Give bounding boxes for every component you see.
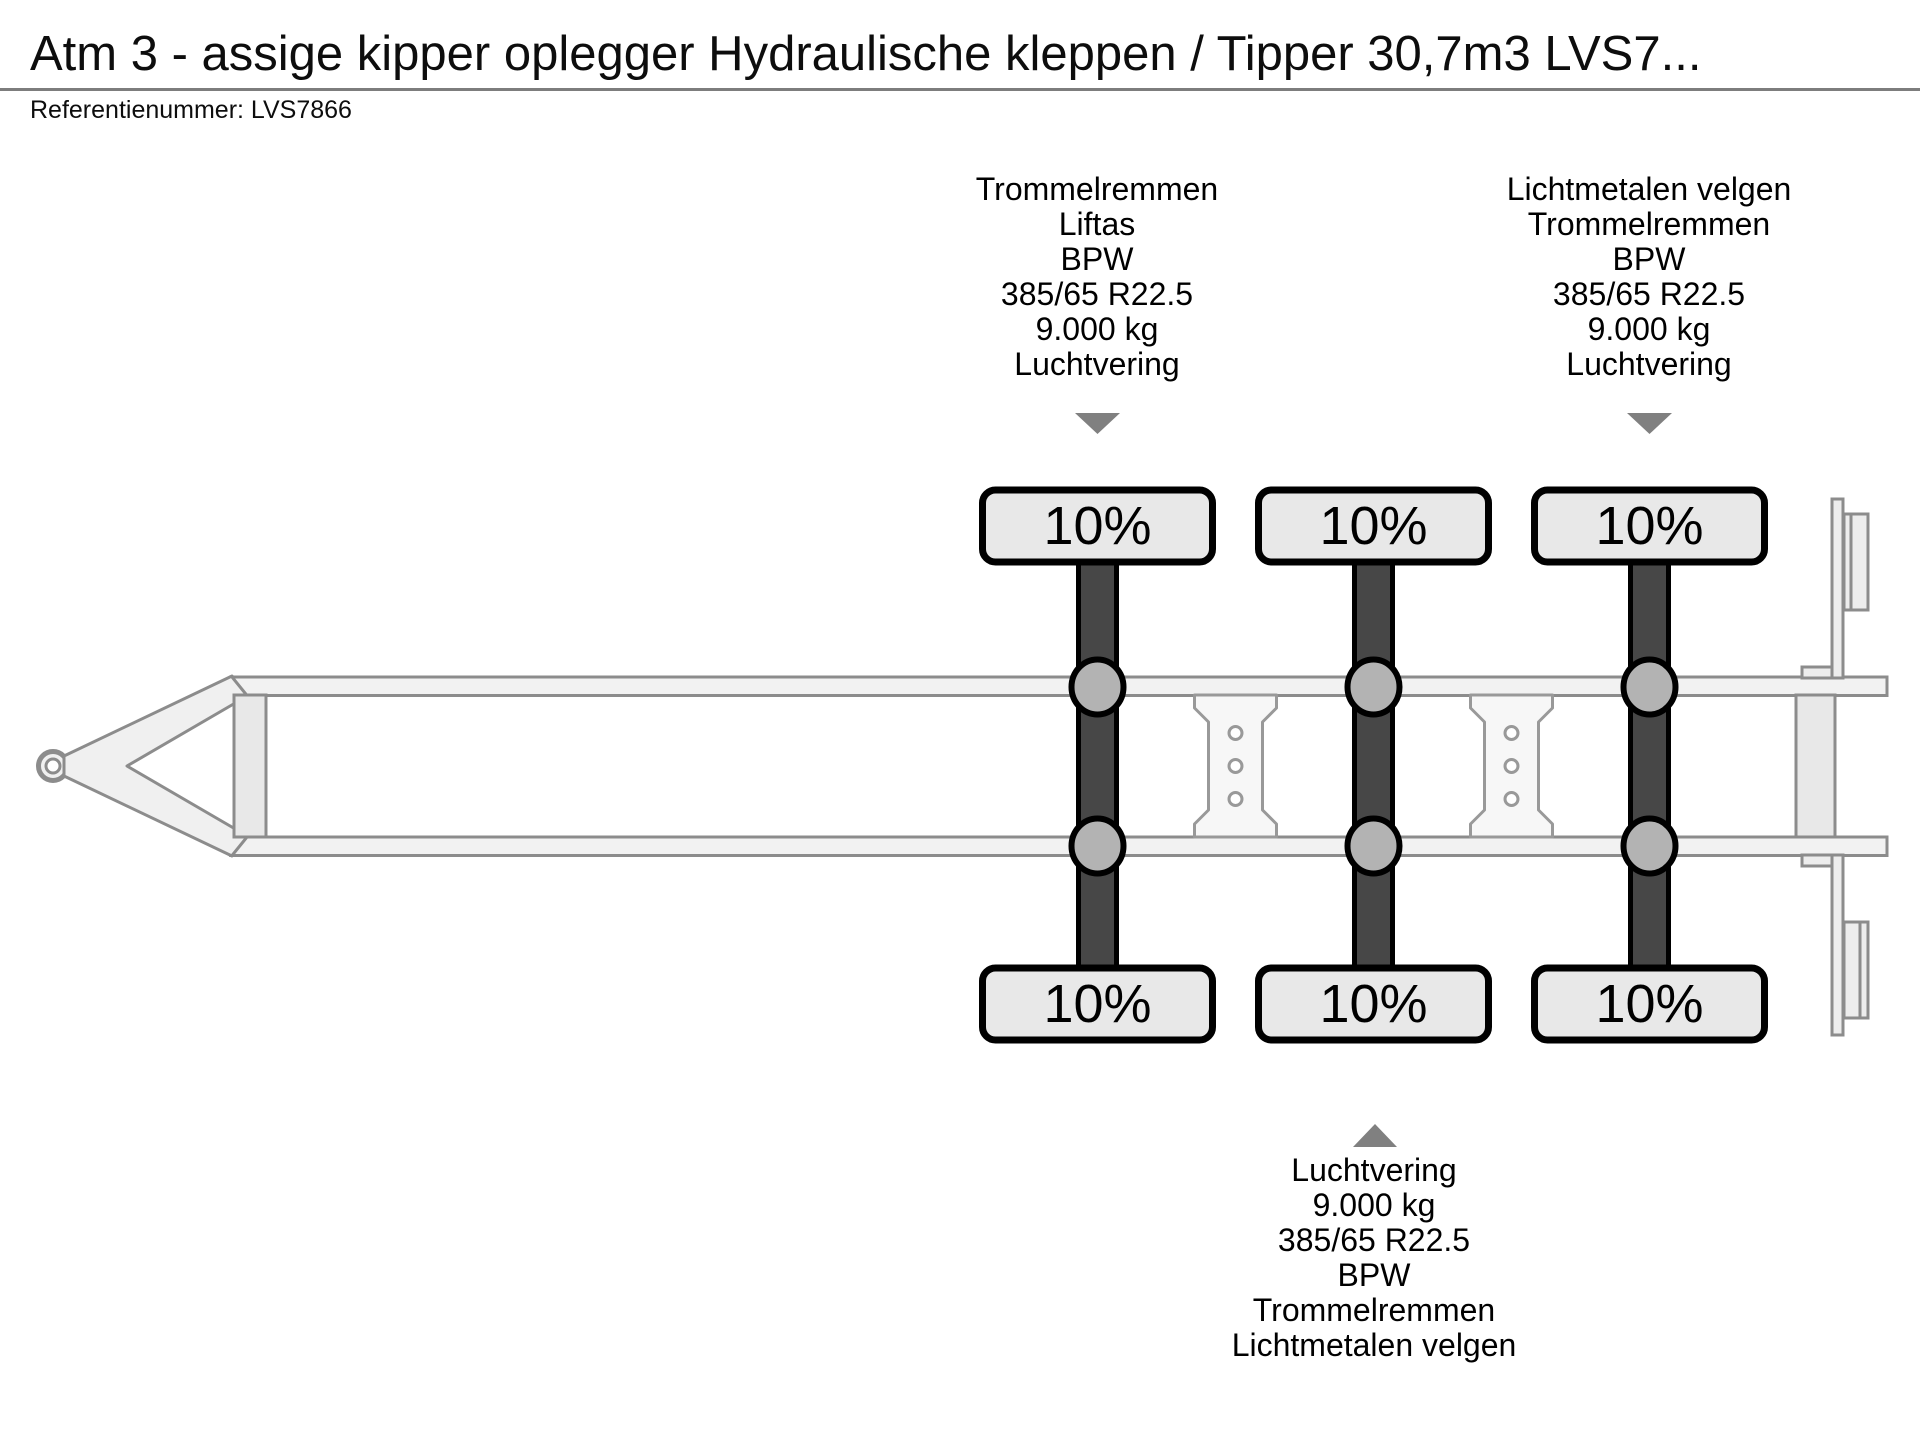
arrow-down-icon <box>1627 413 1672 434</box>
reference-number: Referentienummer: LVS7866 <box>30 96 352 124</box>
axle3-spec-annotation: Lichtmetalen velgen Trommelremmen BPW 38… <box>1439 172 1859 382</box>
wheel-load-label: 10% <box>1043 496 1151 556</box>
spec-line: 9.000 kg <box>1312 1187 1436 1223</box>
rear-marker-plate-bottom <box>1842 920 1870 1020</box>
wheel-axle1-bottom <box>979 964 1216 1044</box>
wheels: 10% 10% 10% 10% 10% 10% <box>979 486 1768 1044</box>
hub <box>1620 815 1679 877</box>
wheel-load-label: 10% <box>1319 974 1427 1034</box>
arrow-up-icon <box>1353 1124 1397 1147</box>
spec-line: Lichtmetalen velgen <box>1231 1327 1517 1363</box>
wheel-axle2-bottom <box>1255 964 1492 1044</box>
hub <box>1344 815 1403 877</box>
spec-line: BPW <box>1060 241 1134 277</box>
hub <box>1068 815 1127 877</box>
page-title: Atm 3 - assige kipper oplegger Hydraulis… <box>30 27 1702 81</box>
spec-line: Luchtvering <box>1291 1152 1457 1188</box>
chassis-frame <box>228 497 1889 1037</box>
axle-3-bar <box>1628 525 1671 1009</box>
wheel-load-label: 10% <box>1595 974 1703 1034</box>
crossmember-hole <box>1227 758 1244 774</box>
frame-rail-bottom <box>228 835 1889 857</box>
hub <box>1068 656 1127 718</box>
spec-line: 9.000 kg <box>1587 311 1711 347</box>
rear-marker-plate-top <box>1842 512 1870 612</box>
spec-line: Trommelremmen <box>1252 1292 1496 1328</box>
arrow-down-icon <box>1075 413 1120 434</box>
crossmember-hole <box>1227 791 1244 807</box>
spec-line: Luchtvering <box>1014 346 1180 382</box>
rear-bracket-bottom <box>1800 853 1870 1037</box>
wheel-axle3-top <box>1531 486 1768 566</box>
crossmember-2-3 <box>1469 693 1554 839</box>
title-divider <box>0 88 1920 91</box>
wheel-load-label: 10% <box>1319 496 1427 556</box>
suspension-hubs <box>1068 656 1679 877</box>
axle-2-bar <box>1352 525 1395 1009</box>
crossmember-hole <box>1503 791 1520 807</box>
axle2-spec-annotation: Luchtvering 9.000 kg 385/65 R22.5 BPW Tr… <box>1164 1153 1584 1363</box>
wheel-load-label: 10% <box>1595 496 1703 556</box>
hub <box>1344 656 1403 718</box>
spec-line: Lichtmetalen velgen <box>1506 171 1792 207</box>
spec-line: Trommelremmen <box>1527 206 1771 242</box>
crossmember-hole <box>1503 758 1520 774</box>
frame-rail-top <box>228 675 1889 697</box>
spec-line: 385/65 R22.5 <box>1000 276 1194 312</box>
axle1-spec-annotation: Trommelremmen Liftas BPW 385/65 R22.5 9.… <box>887 172 1307 382</box>
drawbar-arms <box>62 674 251 858</box>
rear-bracket-top <box>1800 497 1870 680</box>
wheel-axle3-bottom <box>1531 964 1768 1044</box>
front-crossmember <box>232 693 268 839</box>
drawbar <box>36 674 251 858</box>
wheel-axle1-top <box>979 486 1216 566</box>
axles <box>1076 525 1671 1009</box>
spec-line: Trommelremmen <box>975 171 1219 207</box>
axle-1-bar <box>1076 525 1119 1009</box>
spec-line: 385/65 R22.5 <box>1552 276 1746 312</box>
spec-line: Luchtvering <box>1566 346 1732 382</box>
spec-line: 385/65 R22.5 <box>1277 1222 1471 1258</box>
crossmember-hole <box>1503 725 1520 741</box>
spec-line: 9.000 kg <box>1035 311 1159 347</box>
spec-line: BPW <box>1612 241 1686 277</box>
crossmember-1-2 <box>1193 693 1278 839</box>
crossmember-hole <box>1227 725 1244 741</box>
rear-crossmember <box>1794 693 1837 839</box>
spec-line: Liftas <box>1058 206 1136 242</box>
wheel-load-label: 10% <box>1043 974 1151 1034</box>
towing-eye-hole <box>44 757 62 775</box>
hub <box>1620 656 1679 718</box>
spec-line: BPW <box>1337 1257 1411 1293</box>
wheel-axle2-top <box>1255 486 1492 566</box>
